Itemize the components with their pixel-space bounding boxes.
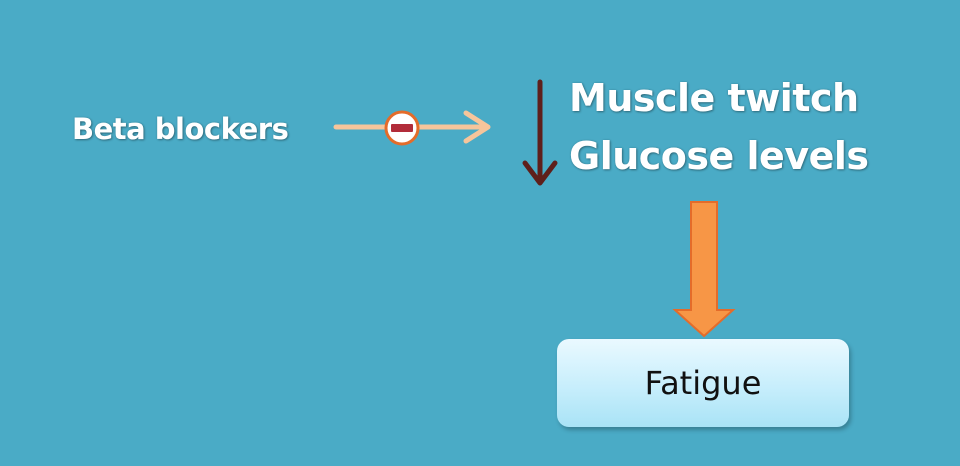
decrease-arrow-icon (522, 79, 558, 186)
fatigue-box: Fatigue (557, 339, 849, 427)
minus-sign-icon (384, 110, 420, 146)
glucose-levels-label: Glucose levels (569, 134, 869, 178)
fatigue-label: Fatigue (644, 364, 762, 402)
beta-blockers-label: Beta blockers (72, 112, 289, 146)
result-arrow (672, 201, 736, 338)
muscle-twitch-label: Muscle twitch (569, 76, 859, 120)
